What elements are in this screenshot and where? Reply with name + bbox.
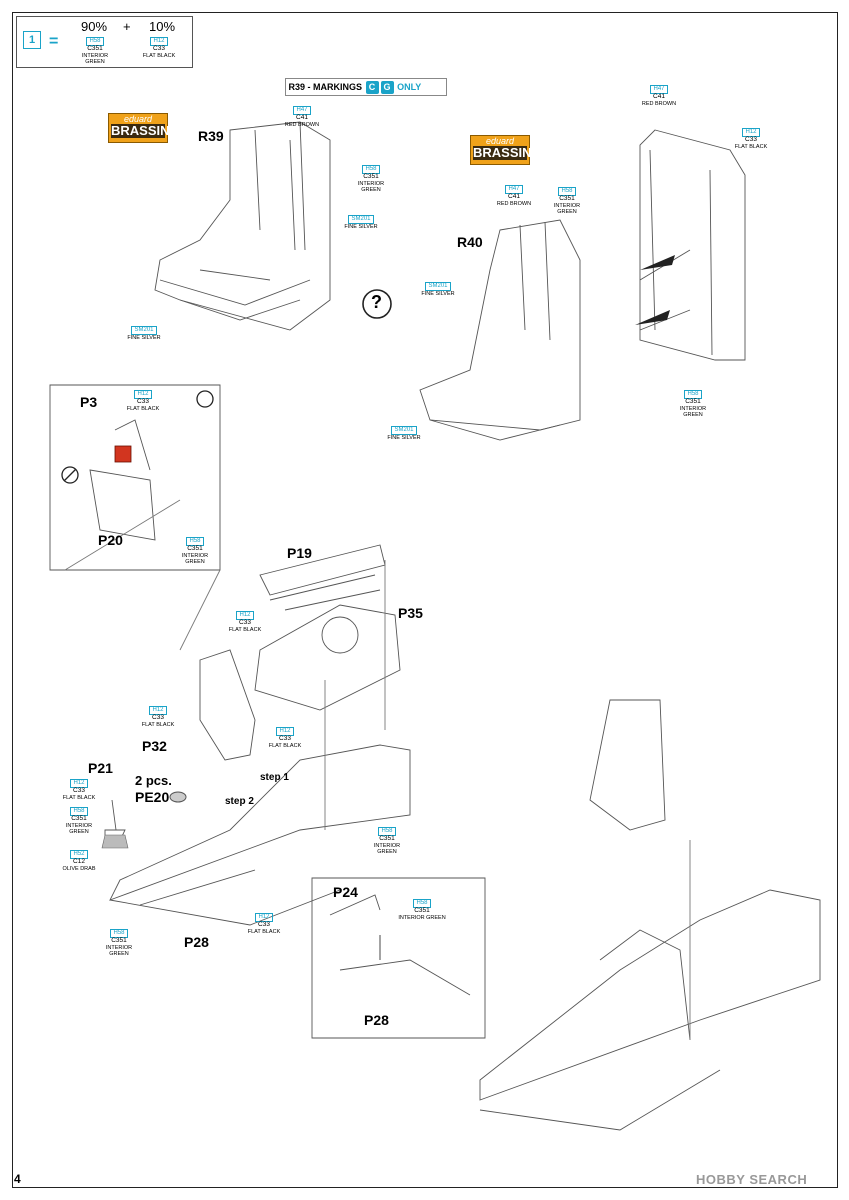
banner-suffix: ONLY bbox=[397, 82, 422, 92]
part-p3: P3 bbox=[80, 394, 98, 410]
part-p24: P24 bbox=[333, 884, 358, 900]
part-p21: P21 bbox=[88, 760, 113, 776]
mix-badge: 1 bbox=[23, 31, 41, 49]
part-p28-main: P28 bbox=[184, 934, 209, 950]
part-r39: R39 bbox=[198, 128, 224, 144]
question-icon: ? bbox=[371, 292, 382, 312]
part-r40: R40 bbox=[457, 234, 483, 250]
step-1-label: step 1 bbox=[260, 772, 289, 783]
marking-c: C bbox=[365, 81, 379, 94]
part-pe20: PE20 bbox=[135, 789, 170, 805]
banner-prefix: R39 - MARKINGS bbox=[288, 82, 363, 92]
part-p28-inset: P28 bbox=[364, 1012, 389, 1028]
plus-sign: + bbox=[123, 19, 131, 34]
part-p20: P20 bbox=[98, 532, 123, 548]
page-number: 4 bbox=[14, 1172, 21, 1186]
pct-a: 90% bbox=[81, 19, 108, 34]
pcs-label: 2 pcs. bbox=[135, 773, 172, 788]
page-frame bbox=[12, 12, 838, 1188]
part-p32: P32 bbox=[142, 738, 167, 754]
step-2-label: step 2 bbox=[225, 796, 254, 807]
part-p19: P19 bbox=[287, 545, 312, 561]
watermark-text: HOBBY SEARCH bbox=[696, 1172, 808, 1187]
pct-b: 10% bbox=[149, 19, 176, 34]
part-p35: P35 bbox=[398, 605, 423, 621]
equals-sign: = bbox=[49, 33, 59, 50]
marking-g: G bbox=[380, 81, 394, 94]
